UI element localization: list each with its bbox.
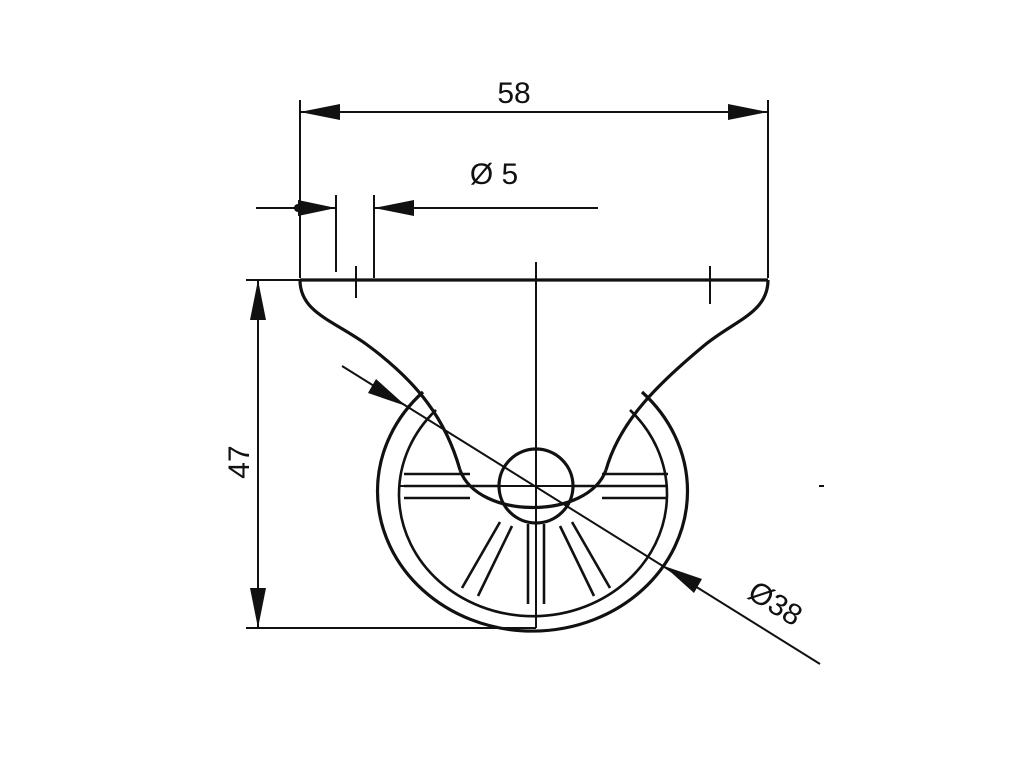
- height-arrow-bottom: [250, 588, 266, 628]
- wheel-outer-rim: [375, 390, 690, 633]
- hole-arrow-left: [298, 200, 336, 216]
- height-dimension-label: 47: [223, 445, 256, 478]
- center-lines: [400, 262, 668, 628]
- width-dimension: 58: [299, 77, 769, 278]
- fork-left-leg: [298, 279, 462, 471]
- wheel-diameter-dimension: Ø38: [341, 365, 821, 665]
- hole-diameter-label: Ø 5: [470, 158, 518, 191]
- width-arrow-left: [300, 104, 340, 120]
- fork-bottom-curve: [458, 469, 608, 509]
- width-dimension-label: 58: [497, 77, 530, 110]
- wheel-diameter-arrow-upper: [368, 379, 406, 406]
- hole-arrow-right: [374, 200, 414, 216]
- hole-dimension-dot: [294, 204, 302, 212]
- castor-wheel: [375, 390, 690, 633]
- wheel-diameter-arrow-lower: [664, 566, 702, 593]
- wheel-radial-spokes: [460, 521, 612, 604]
- height-arrow-top: [250, 280, 266, 320]
- castor-fork: [298, 266, 770, 509]
- wheel-diameter-label: Ø38: [742, 575, 808, 633]
- height-dimension: 47: [223, 279, 536, 629]
- wheel-diameter-leader-line: [341, 365, 821, 665]
- hole-diameter-dimension: Ø 5: [256, 158, 598, 278]
- fork-right-leg: [604, 279, 770, 471]
- wheel-inner-rim: [397, 409, 669, 618]
- width-arrow-right: [728, 104, 768, 120]
